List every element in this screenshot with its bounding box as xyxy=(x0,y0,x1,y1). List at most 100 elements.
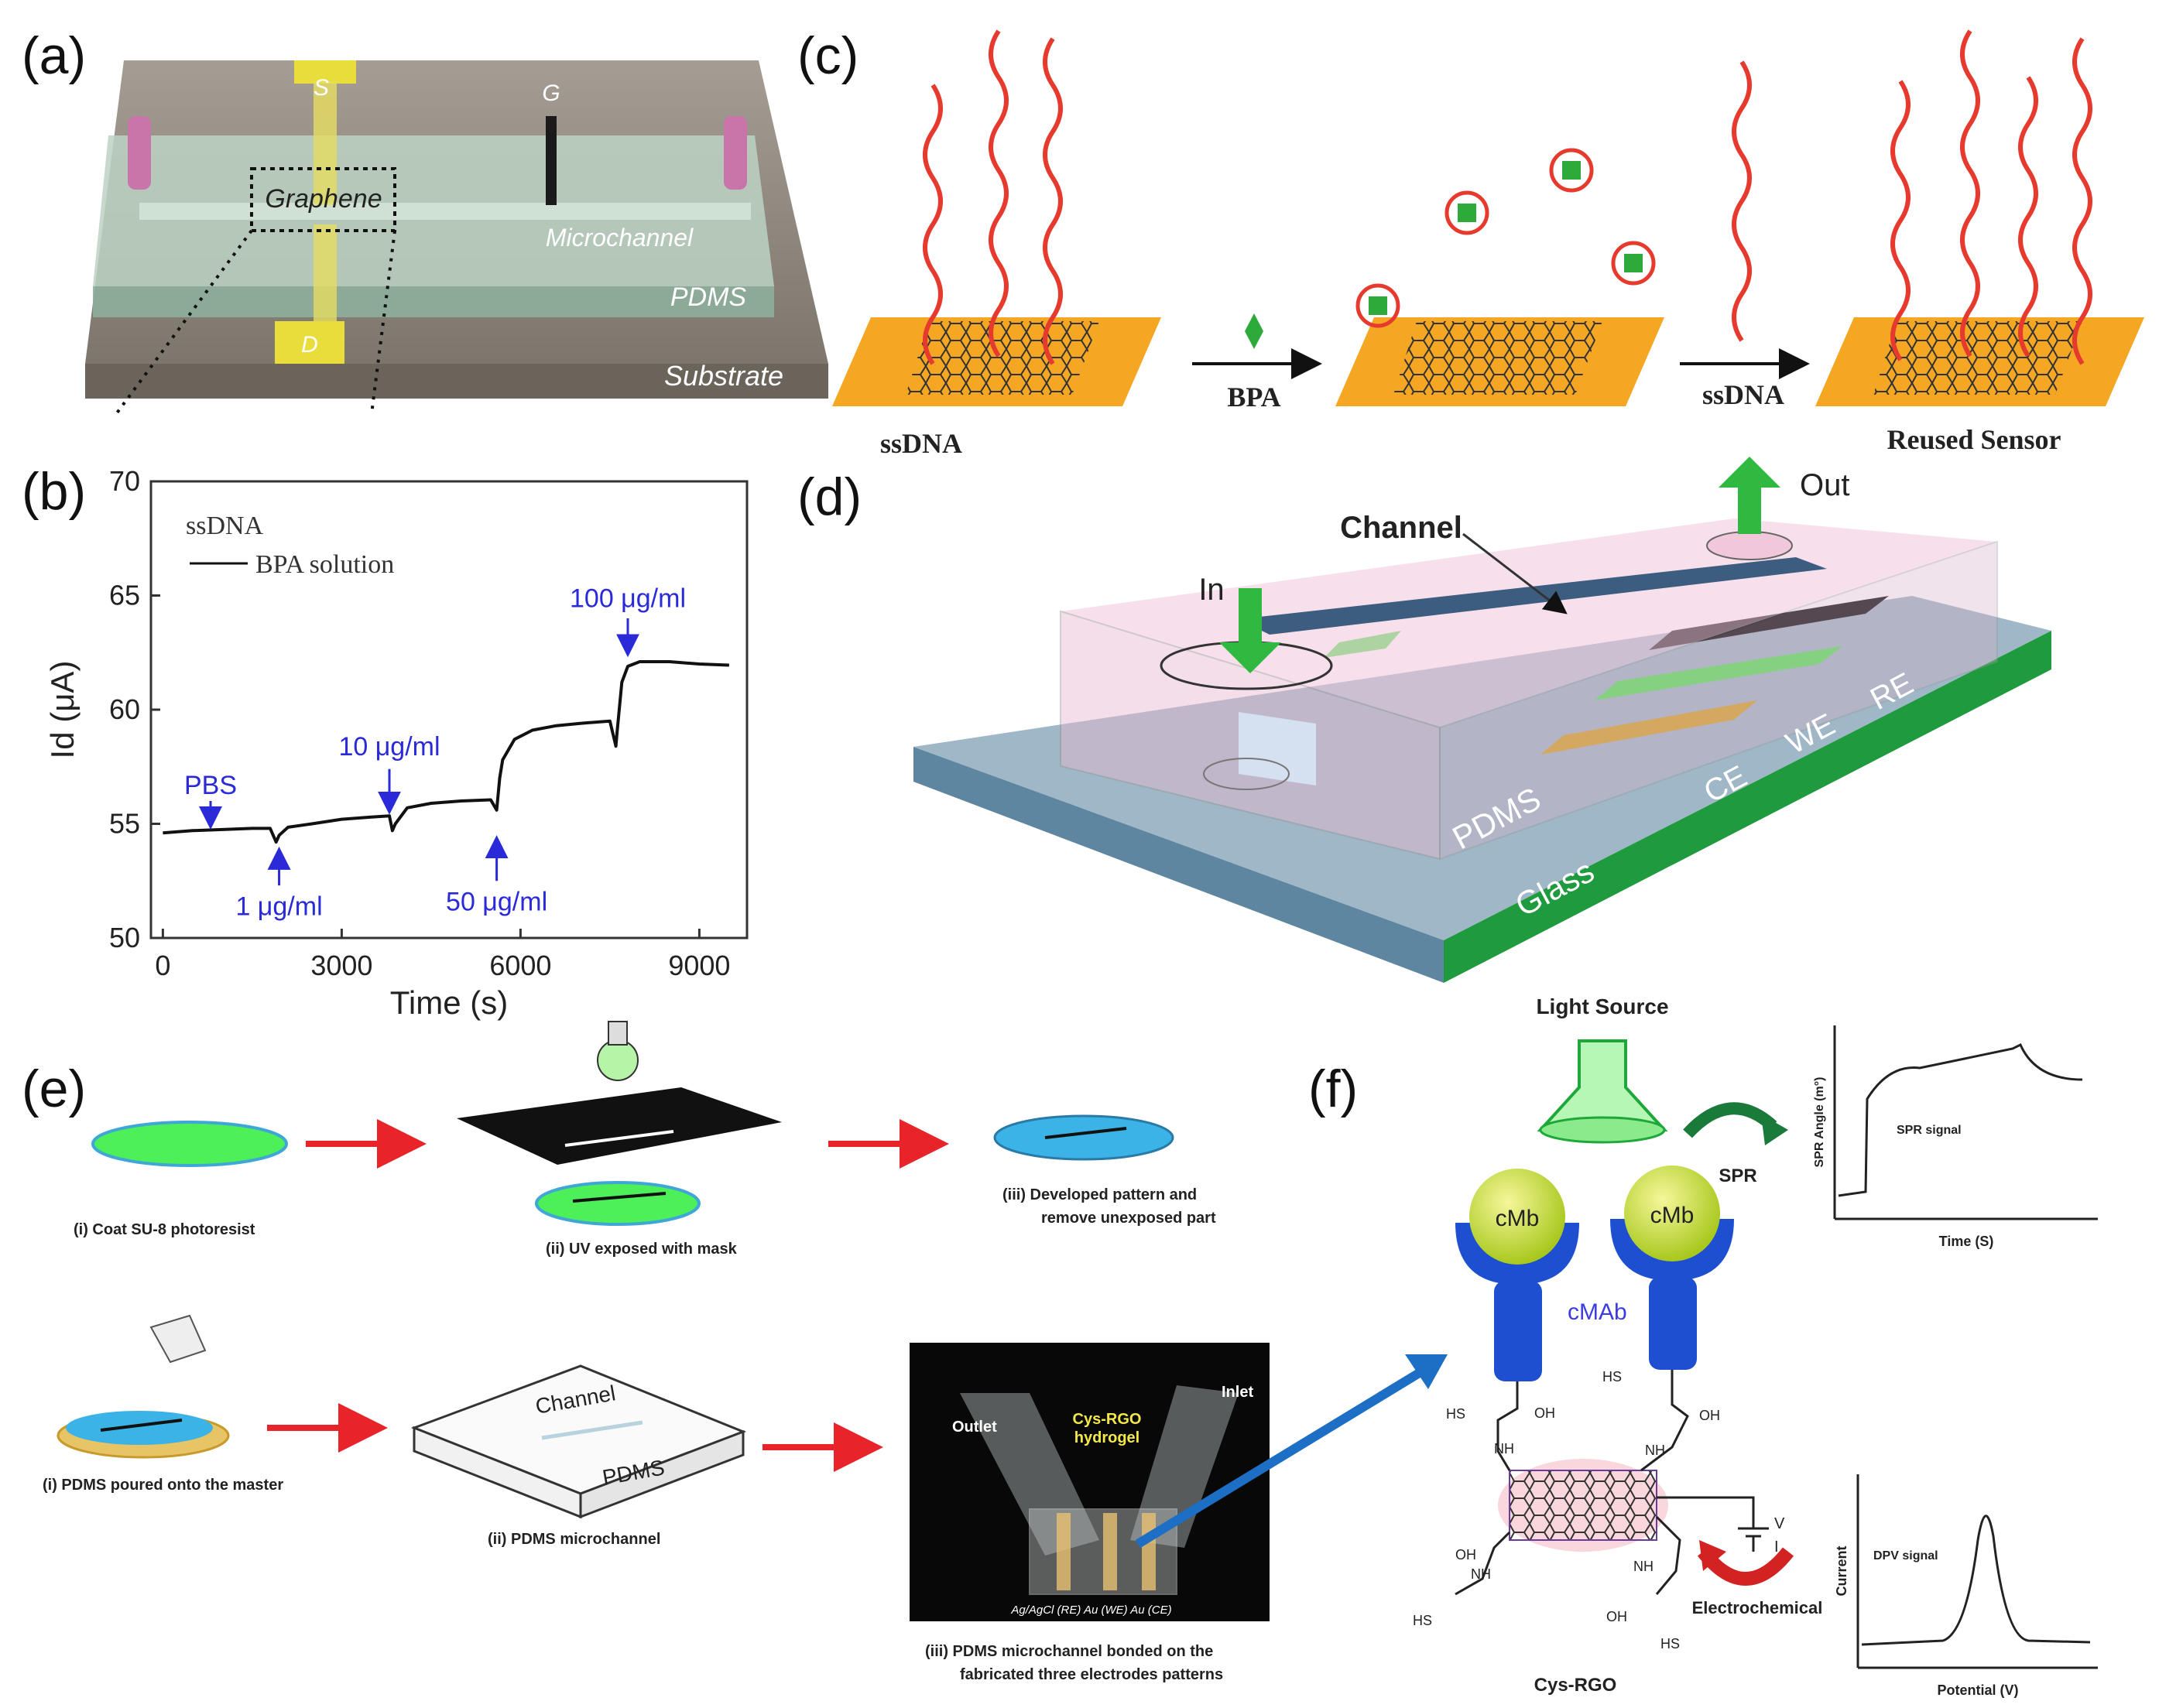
caption-top-i: (i) Coat SU-8 photoresist xyxy=(74,1221,255,1238)
antibody-right: cMb xyxy=(1610,1165,1734,1370)
annotation-label-pbs: PBS xyxy=(184,771,237,800)
sensor-1-graphene xyxy=(906,321,1099,395)
panel-e: (e) (i) Coat SU-8 photoresist (ii) UV ex… xyxy=(22,1021,1448,1683)
label-in: In xyxy=(1198,573,1224,607)
antibody-left-stem xyxy=(1494,1281,1542,1381)
label-outlet: Outlet xyxy=(952,1419,997,1436)
microchannel xyxy=(139,203,751,220)
annotation-label-c10: 10 μg/ml xyxy=(338,732,440,762)
panel-e-letter: (e) xyxy=(22,1059,86,1118)
label-s: S xyxy=(314,75,329,101)
bpa-complexes xyxy=(1355,148,1656,328)
electrode-we xyxy=(1595,646,1842,700)
electrode-ce xyxy=(1540,700,1757,755)
dpv-signal-label: DPV signal xyxy=(1873,1549,1938,1563)
cmb-left xyxy=(1469,1169,1565,1265)
rgo-hex-lattice xyxy=(1509,1470,1657,1541)
label-electrodes: Ag/AgCl (RE) Au (WE) Au (CE) xyxy=(1010,1604,1171,1617)
antibody-right-fork xyxy=(1610,1219,1734,1281)
panel-f-letter: (f) xyxy=(1308,1059,1358,1118)
caption-bot-iii-2: fabricated three electrodes patterns xyxy=(960,1666,1223,1683)
spr-plot: SPR signal Time (S) SPR Angle (m°) xyxy=(1813,1025,2098,1249)
master-wafer xyxy=(66,1411,213,1445)
label-bpa: BPA xyxy=(1227,382,1280,412)
x-tick-label: 0 xyxy=(155,950,170,981)
label-hydrogel-1: Cys-RGO xyxy=(1073,1411,1142,1428)
source-lead xyxy=(314,81,337,205)
legend-entry: BPA solution xyxy=(255,550,394,579)
chem-nh-2: NH xyxy=(1645,1443,1665,1458)
label-inlet: Inlet xyxy=(1222,1384,1253,1401)
chart-series xyxy=(163,660,729,844)
chem-hs-1: HS xyxy=(1446,1406,1465,1422)
y-tick-label: 65 xyxy=(109,580,140,611)
y-tick-label: 60 xyxy=(109,693,140,725)
out-arrow xyxy=(1719,457,1780,534)
panel-d-letter: (d) xyxy=(797,467,862,526)
channel-pointer xyxy=(1462,532,1568,614)
pdms-side xyxy=(1439,540,1998,861)
panel-c: (c) ssDNA BPA ssDNA xyxy=(797,26,2144,459)
chem-nh-4: NH xyxy=(1633,1559,1654,1574)
electrochemical-arrow-head xyxy=(1699,1540,1726,1571)
caption-bot-ii: (ii) PDMS microchannel xyxy=(488,1531,660,1548)
series-line xyxy=(163,660,729,844)
label-cys-rgo: Cys-RGO xyxy=(1534,1675,1617,1696)
bpa-icon xyxy=(1245,313,1263,349)
label-pdms: PDMS xyxy=(670,282,747,312)
inlet-tube xyxy=(128,116,151,190)
spr-curve xyxy=(1838,1042,2083,1197)
panel-c-letter: (c) xyxy=(797,26,858,85)
cys-linkers xyxy=(1455,1370,1689,1596)
annotation-label-c100: 100 μg/ml xyxy=(570,584,686,613)
developed-wafer xyxy=(993,1114,1174,1161)
pdms-side xyxy=(93,286,774,317)
master-pattern xyxy=(100,1419,183,1432)
pdms-block-right xyxy=(579,1429,745,1519)
plot-frame xyxy=(149,480,749,940)
in-arrow xyxy=(1219,588,1281,673)
pdms-channel-line xyxy=(541,1420,643,1440)
circuit-wire xyxy=(1657,1496,1769,1552)
legend-title: ssDNA xyxy=(186,512,264,540)
antibody-right-stem xyxy=(1649,1277,1697,1370)
annotation-label-c50: 50 μg/ml xyxy=(446,888,547,917)
ssdna-strands-3 xyxy=(1890,29,2092,365)
chem-oh-2: OH xyxy=(1699,1408,1720,1423)
label-graphene: Graphene xyxy=(265,184,382,214)
caption-top-iii-2: remove unexposed part xyxy=(1041,1210,1216,1227)
panel-d: (d) Out Channel In PDMS CE WE RE Glass xyxy=(797,457,2051,983)
inlet-well-bottom xyxy=(1203,758,1290,790)
photo-electrode-1 xyxy=(1057,1513,1071,1590)
spr-arrow xyxy=(1683,1102,1777,1138)
exposed-wafer xyxy=(535,1181,701,1226)
spr-signal-label: SPR signal xyxy=(1897,1124,1962,1137)
uv-lamp-icon xyxy=(597,1039,639,1081)
substrate-side xyxy=(85,364,828,399)
outlet-well xyxy=(1706,531,1793,560)
device-photo xyxy=(910,1343,1270,1621)
zoom-line-left xyxy=(115,229,253,416)
label-g: G xyxy=(542,80,560,106)
channel-inlet-box xyxy=(1239,712,1316,786)
y-tick-label: 55 xyxy=(109,808,140,840)
label-electrochemical: Electrochemical xyxy=(1692,1598,1823,1617)
arrow-to-f-head xyxy=(1405,1354,1448,1389)
chart-ylabel: Id (μA) xyxy=(44,661,81,759)
chem-hs-2: HS xyxy=(1602,1369,1622,1385)
cmb-right xyxy=(1624,1165,1720,1261)
label-cmb-left: cMb xyxy=(1496,1206,1540,1231)
channel xyxy=(1239,557,1827,635)
x-tick-label: 3000 xyxy=(310,950,372,981)
label-cmb-right: cMb xyxy=(1650,1203,1695,1228)
label-spr: SPR xyxy=(1719,1165,1756,1186)
exposed-pattern xyxy=(572,1192,667,1203)
label-hydrogel-2: hydrogel xyxy=(1074,1429,1139,1446)
dpv-xlabel: Potential (V) xyxy=(1937,1682,2018,1698)
label-d: D xyxy=(301,332,318,358)
antibody-left-fork xyxy=(1455,1223,1579,1285)
source-pad xyxy=(294,60,356,84)
panel-b-letter: (b) xyxy=(22,462,86,521)
